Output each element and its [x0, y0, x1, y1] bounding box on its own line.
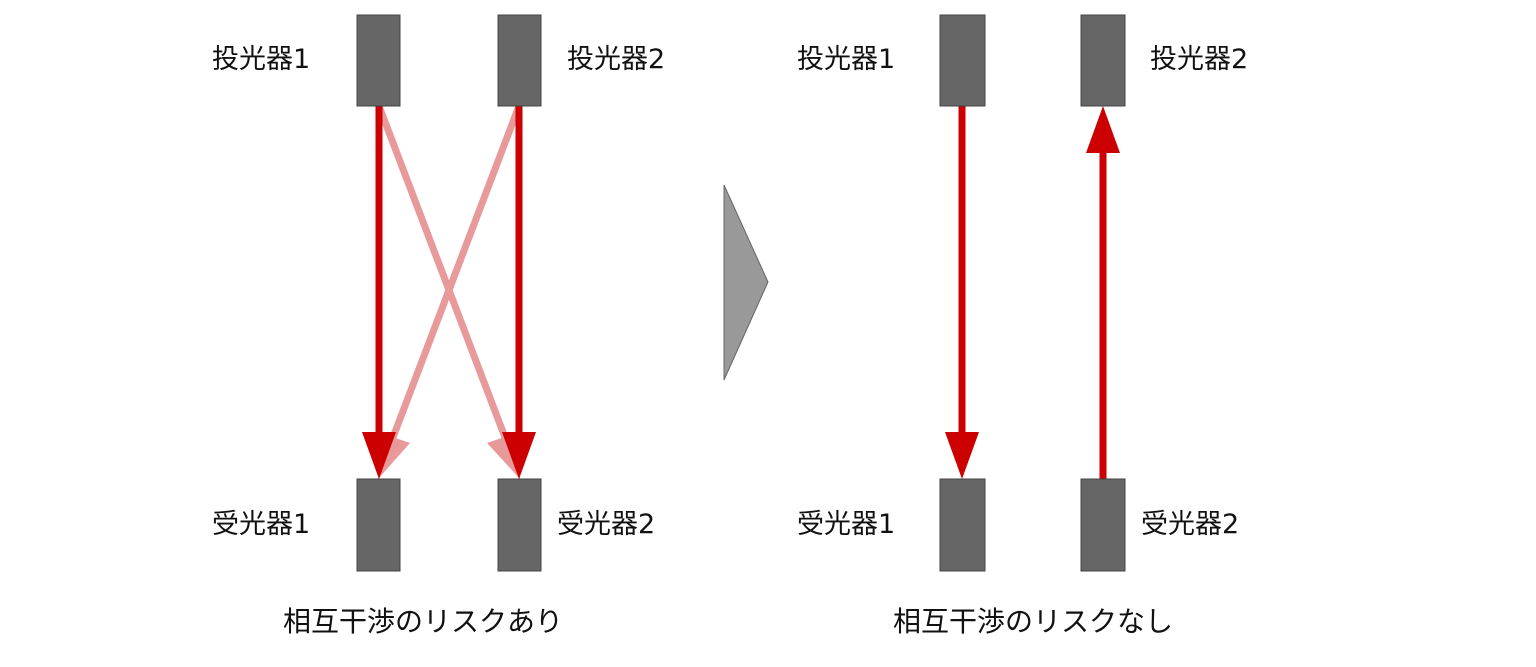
emitter-2-box — [497, 14, 542, 107]
emitter-1-box — [356, 14, 401, 107]
receiver-1-label: 受光器1 — [212, 509, 311, 540]
emitter-2-label-right: 投光器2 — [1150, 44, 1249, 75]
receiver-2-box-right — [1080, 478, 1126, 572]
receiver-1-box — [356, 478, 401, 572]
receiver-2-box — [497, 478, 542, 572]
receiver-1-label-right: 受光器1 — [797, 509, 896, 540]
right-caption: 相互干渉のリスクなし — [893, 605, 1174, 638]
receiver-2-label-right: 受光器2 — [1141, 509, 1240, 540]
emitter-1-box-right — [939, 14, 986, 107]
beam-1-down — [362, 106, 396, 479]
receiver-2-label: 受光器2 — [557, 509, 656, 540]
emitter-2-box-right — [1080, 14, 1126, 107]
chevron-right-icon — [723, 184, 769, 381]
left-caption: 相互干渉のリスクあり — [283, 605, 564, 638]
receiver-1-box-right — [939, 478, 986, 572]
emitter-2-label: 投光器2 — [567, 44, 666, 75]
emitter-1-label-right: 投光器1 — [797, 44, 896, 75]
beam-right-2-up — [1086, 106, 1120, 479]
emitter-1-label: 投光器1 — [212, 44, 311, 75]
beam-right-1-down — [945, 106, 979, 479]
beam-2-down — [502, 106, 536, 479]
